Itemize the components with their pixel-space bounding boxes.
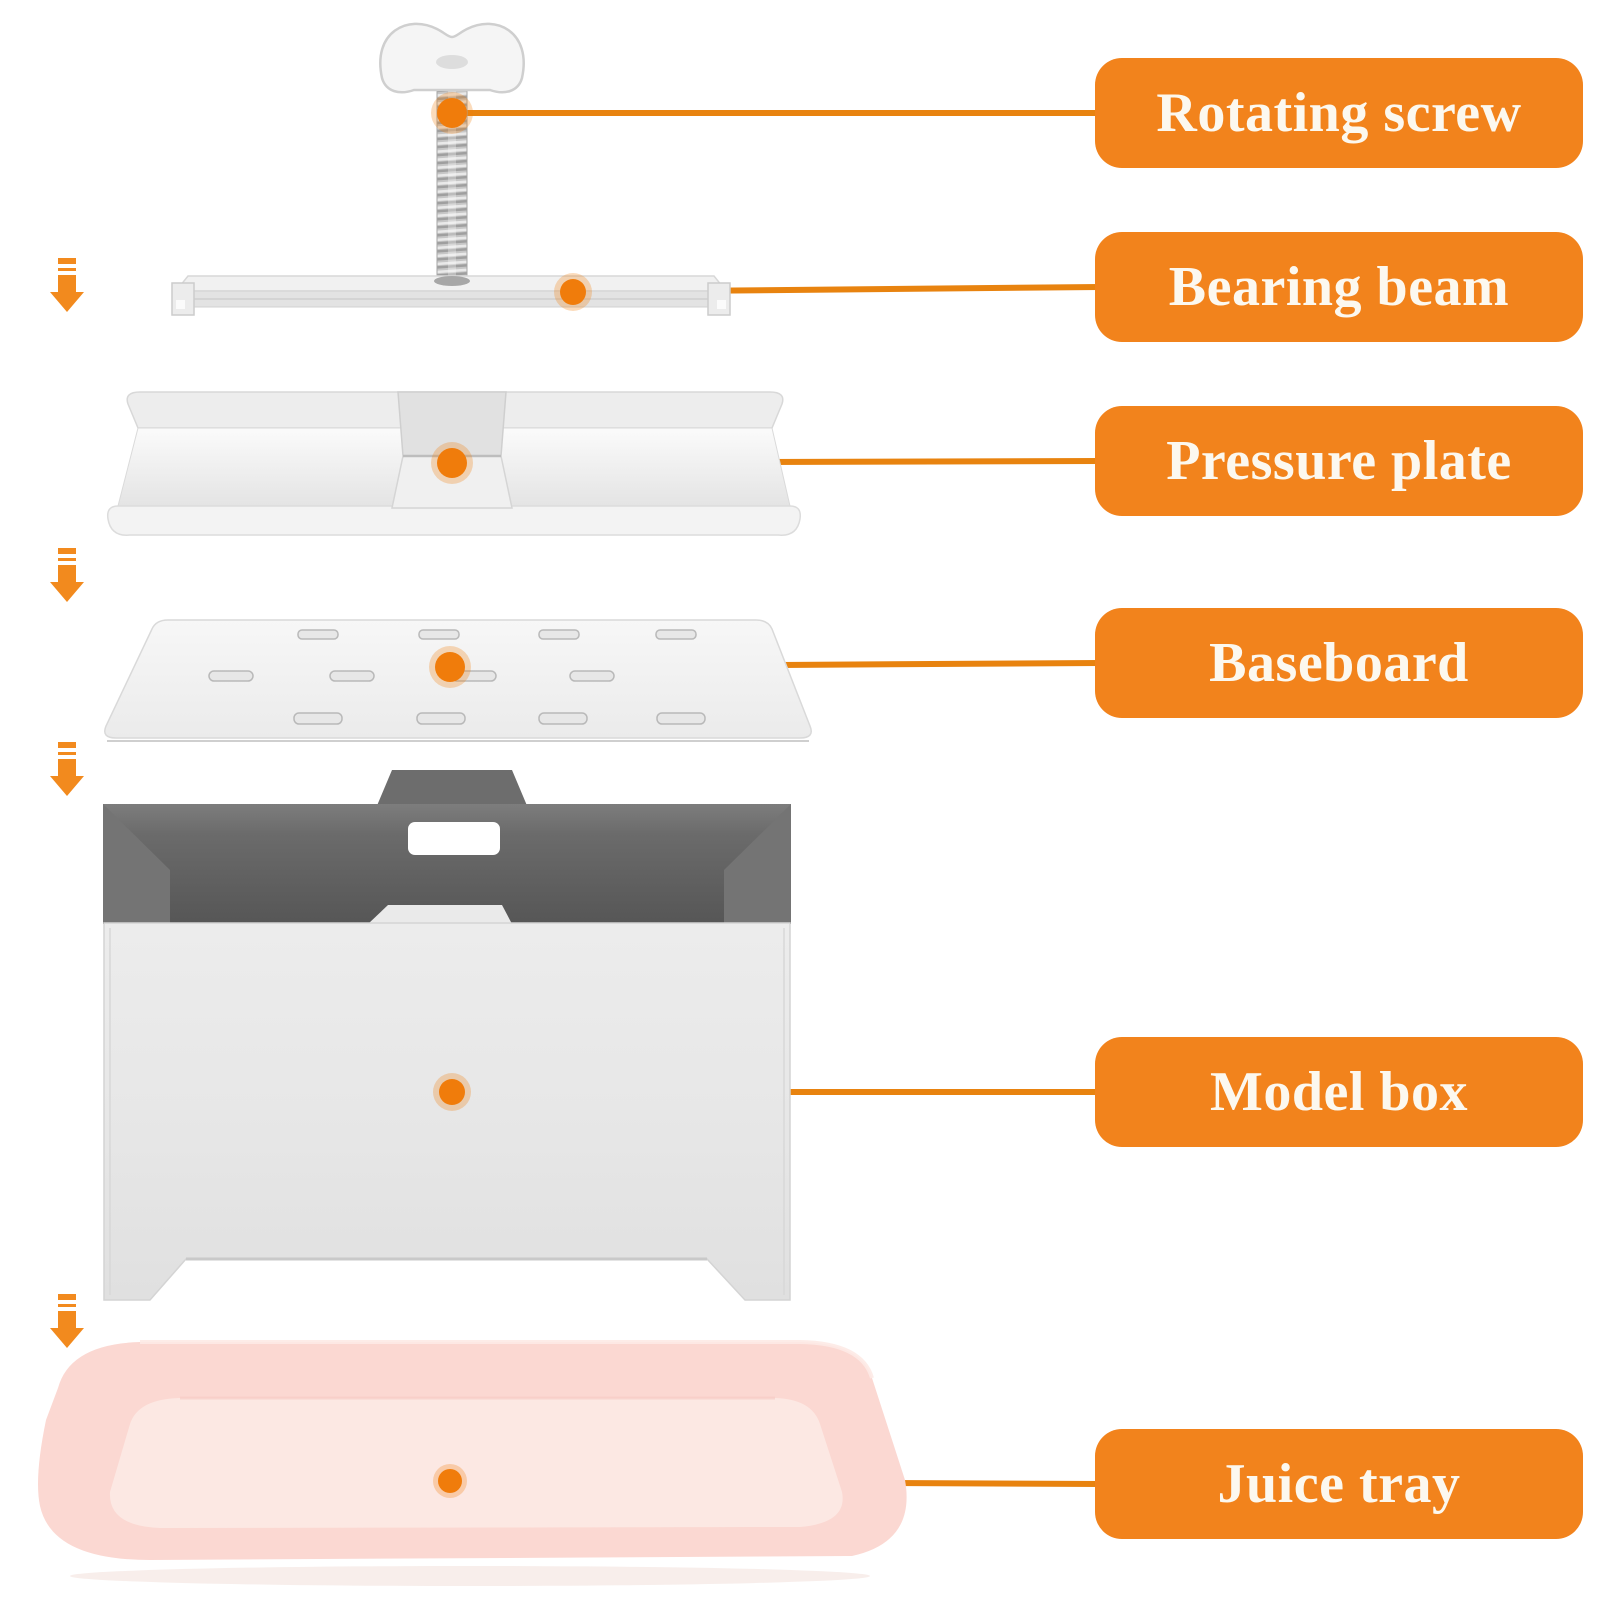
- beam-end-tab: [707, 282, 731, 316]
- label-bearing-beam: Bearing beam: [1095, 232, 1583, 342]
- assembly-arrows: [50, 258, 84, 1348]
- box-front-tab: [368, 905, 512, 924]
- down-arrow-icon: [50, 1294, 84, 1348]
- part-dot: [433, 1464, 467, 1498]
- label-baseboard: Baseboard: [1095, 608, 1583, 718]
- box-back-handle-slot: [408, 822, 500, 855]
- down-arrow-icon: [50, 548, 84, 602]
- rotating-screw: [379, 22, 525, 299]
- part-dot: [431, 92, 473, 134]
- part-dot: [429, 646, 471, 688]
- bearing-beam: [171, 275, 731, 316]
- down-arrow-icon: [50, 742, 84, 796]
- beam-end-tab: [171, 282, 195, 316]
- tray-floor: [109, 1398, 843, 1528]
- part-dot: [433, 1073, 471, 1111]
- model-box: [103, 770, 791, 1301]
- drain-slots: [208, 629, 706, 725]
- box-back-tab: [376, 770, 528, 808]
- callout-dots: [429, 92, 592, 1498]
- label-pressure-plate: Pressure plate: [1095, 406, 1583, 516]
- plate-front-lip: [106, 505, 802, 536]
- part-dot: [431, 442, 473, 484]
- label-rotating-screw: Rotating screw: [1095, 58, 1583, 168]
- part-dot: [554, 273, 592, 311]
- label-juice-tray: Juice tray: [1095, 1429, 1583, 1539]
- juice-tray: [38, 1340, 907, 1586]
- box-front-wall: [103, 922, 791, 1301]
- down-arrow-icon: [50, 258, 84, 312]
- label-model-box: Model box: [1095, 1037, 1583, 1147]
